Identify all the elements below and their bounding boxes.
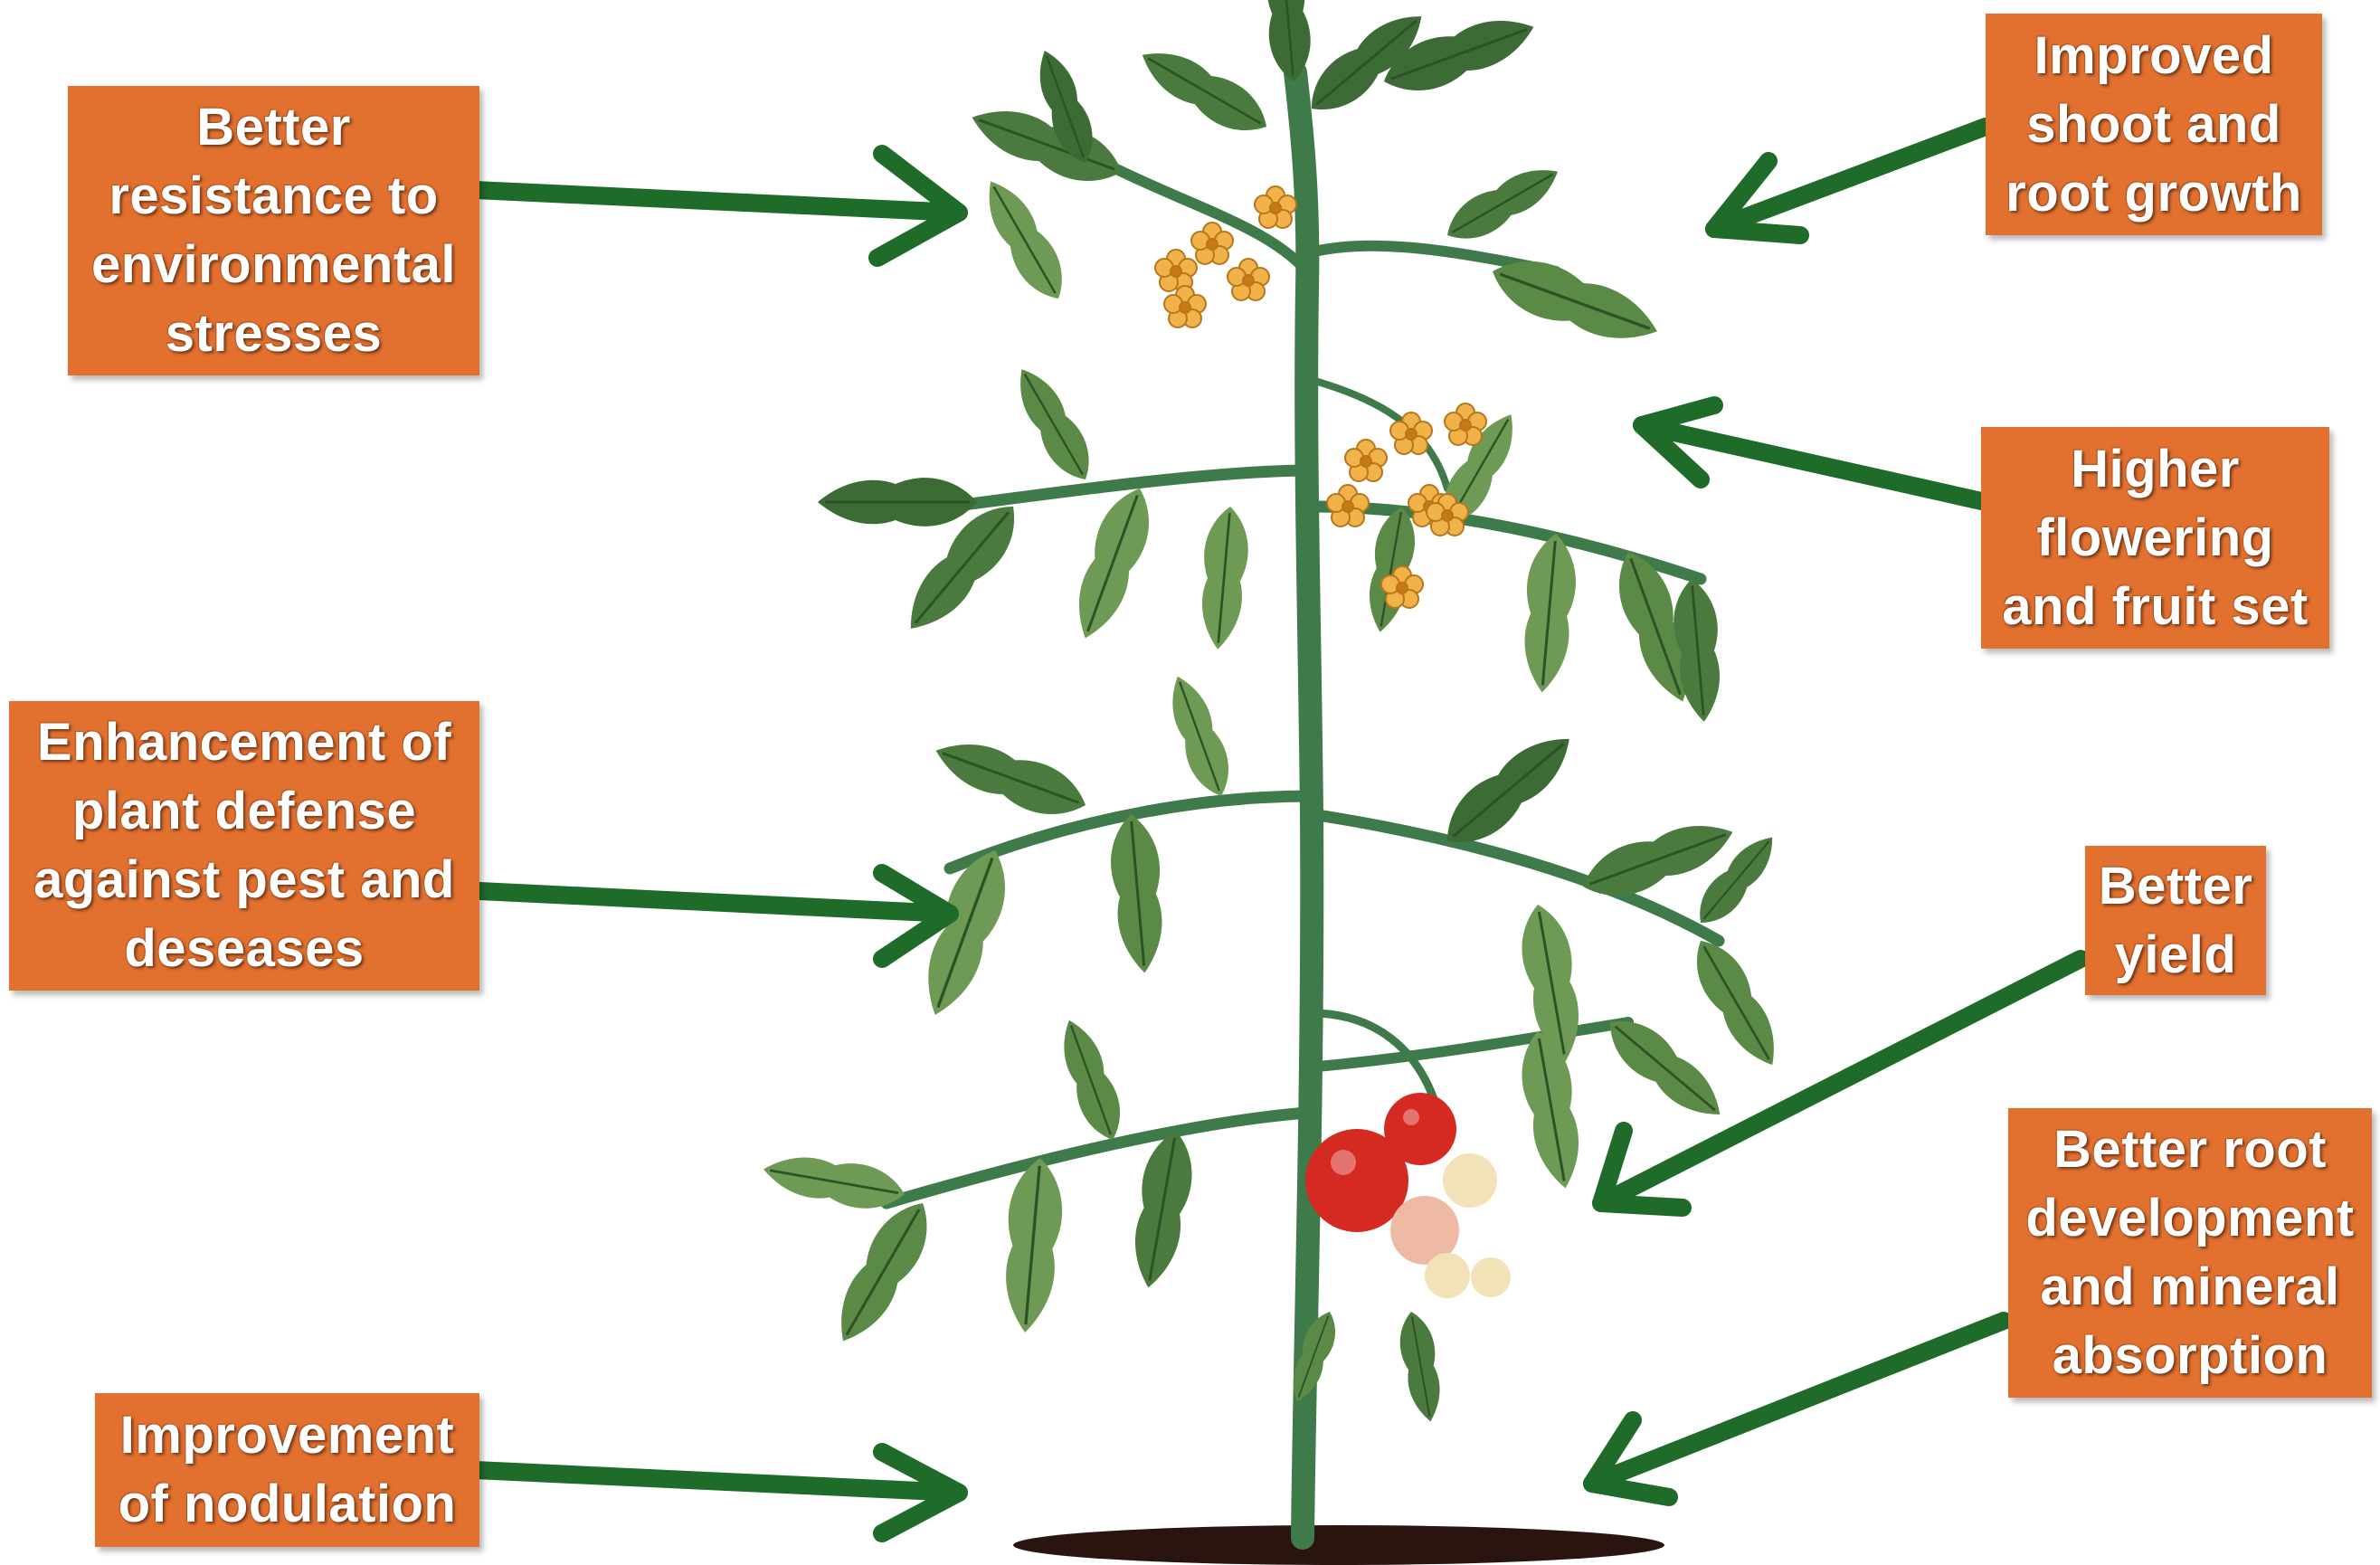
ripening-tomato <box>1390 1196 1459 1265</box>
arrows <box>466 118 2090 1542</box>
arrow-root <box>1583 1312 2013 1506</box>
label-line: stresses <box>165 304 383 363</box>
unripe-tomato <box>1443 1153 1497 1208</box>
label-line: Better root <box>2053 1120 2327 1179</box>
label-line: against pest and <box>33 850 455 909</box>
label-line: and fruit set <box>2002 576 2309 636</box>
benefit-label-stress-resistance: Better resistance to environmental stres… <box>68 86 479 375</box>
soil-mound <box>1013 1525 1664 1565</box>
label-line: and mineral <box>2040 1257 2340 1316</box>
label-line: Better <box>196 98 351 156</box>
label-line: of nodulation <box>118 1475 457 1533</box>
label-line: Higher <box>2071 439 2240 498</box>
arrow-yield <box>1592 950 2090 1217</box>
label-line: flowering <box>2036 507 2274 567</box>
arrow-growth <box>1705 118 1995 244</box>
unripe-tomato <box>1425 1253 1470 1298</box>
arrow-nodulation <box>466 1443 968 1542</box>
label-line: development <box>2025 1189 2355 1247</box>
arrow-flowering <box>1633 396 1995 511</box>
red-tomato <box>1384 1093 1456 1165</box>
benefit-label-yield: Better yield <box>2085 846 2266 995</box>
arrow-stress <box>466 145 968 267</box>
label-line: shoot and <box>2026 94 2281 154</box>
label-line: Improvement <box>119 1406 455 1465</box>
benefit-label-plant-defense: Enhancement of plant defense against pes… <box>9 701 479 991</box>
tomatoes <box>1305 1093 1511 1298</box>
benefit-label-flowering-fruit-set: Higher flowering and fruit set <box>1981 427 2329 649</box>
label-line: deseases <box>124 919 365 978</box>
arrow-defense <box>470 864 959 968</box>
label-line: Better <box>2098 856 2253 915</box>
label-line: resistance to <box>109 166 439 225</box>
label-line: absorption <box>2052 1326 2328 1385</box>
tomato-plant-illustration <box>758 0 1793 1565</box>
unripe-tomato <box>1471 1257 1511 1297</box>
label-line: environmental <box>91 235 456 294</box>
label-line: yield <box>2114 925 2237 984</box>
red-tomato <box>1305 1129 1408 1232</box>
benefit-label-nodulation: Improvement of nodulation <box>95 1393 479 1547</box>
benefit-label-root-development: Better root development and mineral abso… <box>2008 1108 2372 1398</box>
label-line: root growth <box>2005 163 2302 223</box>
label-line: plant defense <box>71 782 417 840</box>
label-line: Enhancement of <box>36 713 452 772</box>
benefit-label-shoot-root-growth: Improved shoot and root growth <box>1986 14 2322 235</box>
label-line: Improved <box>2034 25 2274 85</box>
